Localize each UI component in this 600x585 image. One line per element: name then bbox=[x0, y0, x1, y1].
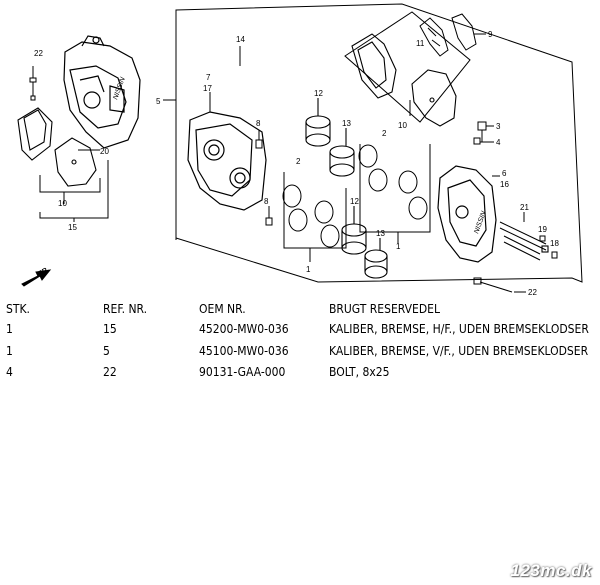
label-16: 16 bbox=[500, 180, 509, 189]
header-ref: REF. NR. bbox=[103, 302, 148, 316]
label-8a: 8 bbox=[256, 119, 261, 128]
seals-2-left bbox=[282, 172, 347, 262]
table-row: 1 15 45200-MW0-036 KALIBER, BREMSE, H/F.… bbox=[0, 322, 600, 338]
cell-qty: 1 bbox=[6, 344, 13, 358]
label-18: 18 bbox=[550, 239, 559, 248]
caliper-5-frame bbox=[175, 3, 583, 283]
bolt-22-bottom bbox=[473, 277, 513, 293]
table-row: 1 5 45100-MW0-036 KALIBER, BREMSE, V/F.,… bbox=[0, 344, 600, 360]
header-qty: STK. bbox=[6, 302, 30, 316]
label-4: 4 bbox=[496, 138, 501, 147]
label-10b: 10 bbox=[58, 199, 67, 208]
bolt-4 bbox=[473, 137, 481, 145]
seals-2-right bbox=[358, 144, 431, 244]
bolt-21 bbox=[499, 221, 549, 261]
label-8b: 8 bbox=[264, 197, 269, 206]
bleeder-8-bottom bbox=[265, 206, 273, 226]
label-14: 14 bbox=[236, 35, 245, 44]
rear-pad-right bbox=[54, 137, 97, 187]
cell-part: KALIBER, BREMSE, V/F., UDEN BREMSEKLODSE… bbox=[329, 344, 589, 358]
label-6: 6 bbox=[502, 169, 507, 178]
label-13a: 13 bbox=[342, 119, 351, 128]
label-12b: 12 bbox=[350, 197, 359, 206]
label-1b: 1 bbox=[306, 265, 311, 274]
parts-exploded-diagram: NISSIN bbox=[17, 3, 583, 297]
front-caliper-body-7 bbox=[187, 111, 267, 211]
label-22b: 22 bbox=[528, 288, 537, 297]
cell-oem: 45100-MW0-036 bbox=[199, 344, 289, 358]
pad-spring-11 bbox=[419, 17, 449, 57]
retainer-9 bbox=[451, 13, 477, 51]
cell-oem: 90131-GAA-000 bbox=[199, 365, 286, 379]
label-17: 17 bbox=[203, 84, 212, 93]
label-21: 21 bbox=[520, 203, 529, 212]
pin-19 bbox=[539, 235, 546, 242]
front-pad-left bbox=[351, 33, 397, 99]
label-13b: 13 bbox=[376, 229, 385, 238]
label-15: 15 bbox=[68, 223, 77, 232]
piston-13-bottom bbox=[364, 238, 388, 279]
cell-ref: 5 bbox=[103, 344, 110, 358]
label-3: 3 bbox=[496, 122, 501, 131]
table-row: 4 22 90131-GAA-000 BOLT, 8x25 bbox=[0, 365, 600, 381]
cell-ref: 22 bbox=[103, 365, 117, 379]
cell-part: KALIBER, BREMSE, H/F., UDEN BREMSEKLODSE… bbox=[329, 322, 589, 336]
cap-18 bbox=[551, 251, 558, 259]
cell-qty: 4 bbox=[6, 365, 13, 379]
table-header-row: STK. REF. NR. OEM NR. BRUGT RESERVEDEL bbox=[0, 302, 600, 318]
piston-13-top bbox=[329, 128, 355, 177]
front-arrow bbox=[21, 269, 52, 287]
cell-qty: 1 bbox=[6, 322, 13, 336]
watermark: 123mc.dk bbox=[510, 561, 592, 580]
label-19: 19 bbox=[538, 225, 547, 234]
header-part: BRUGT RESERVEDEL bbox=[329, 302, 440, 316]
rear-pad-left bbox=[17, 107, 53, 161]
label-5: 5 bbox=[156, 97, 161, 106]
label-2a: 2 bbox=[382, 129, 387, 138]
cell-part: BOLT, 8x25 bbox=[329, 365, 390, 379]
header-oem: OEM NR. bbox=[199, 302, 246, 316]
label-12a: 12 bbox=[314, 89, 323, 98]
label-2b: 2 bbox=[296, 157, 301, 166]
callout-labels: 22 14 9 11 8 5 7 17 12 13 10 3 4 2 8 2 2… bbox=[34, 30, 559, 297]
cell-ref: 15 bbox=[103, 322, 117, 336]
label-9: 9 bbox=[488, 30, 493, 39]
bolt-22-left bbox=[29, 66, 37, 101]
piston-12-top bbox=[305, 98, 331, 147]
label-22a: 22 bbox=[34, 49, 43, 58]
label-20: 20 bbox=[100, 147, 109, 156]
nissin-mark-rear: NISSIN bbox=[112, 75, 127, 100]
pad-frame-10 bbox=[344, 11, 471, 123]
bleeder-8-top bbox=[255, 130, 263, 149]
bolt-3 bbox=[477, 121, 487, 142]
cell-oem: 45200-MW0-036 bbox=[199, 322, 289, 336]
label-11: 11 bbox=[416, 39, 425, 48]
label-1a: 1 bbox=[396, 242, 401, 251]
rear-caliper-20 bbox=[63, 35, 141, 149]
label-10a: 10 bbox=[398, 121, 407, 130]
front-pad-right bbox=[411, 69, 457, 127]
front-arrow-label: FR. bbox=[38, 266, 51, 278]
caliper-bracket-6 bbox=[437, 165, 497, 263]
label-7: 7 bbox=[206, 73, 211, 82]
